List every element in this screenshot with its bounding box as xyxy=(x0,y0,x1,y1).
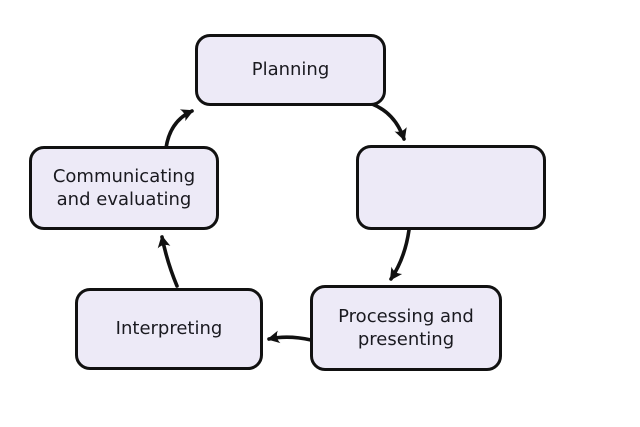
node-communicating-label: Communicating and evaluating xyxy=(52,165,196,210)
node-interpreting: Interpreting xyxy=(75,288,263,370)
arrow-interpreting-to-communicating xyxy=(157,235,179,288)
node-planning: Planning xyxy=(195,34,386,106)
arrow-planning-to-blank xyxy=(370,102,407,141)
arrow-processing-to-interpreting xyxy=(267,330,313,344)
arrow-blank-to-processing xyxy=(389,228,411,281)
node-blank xyxy=(356,145,546,230)
node-communicating: Communicating and evaluating xyxy=(29,146,219,230)
node-interpreting-label: Interpreting xyxy=(115,318,223,340)
arrow-communicating-to-planning xyxy=(164,109,194,150)
node-processing: Processing and presenting xyxy=(310,285,502,371)
node-processing-label: Processing and presenting xyxy=(338,305,474,350)
node-planning-label: Planning xyxy=(251,59,330,81)
